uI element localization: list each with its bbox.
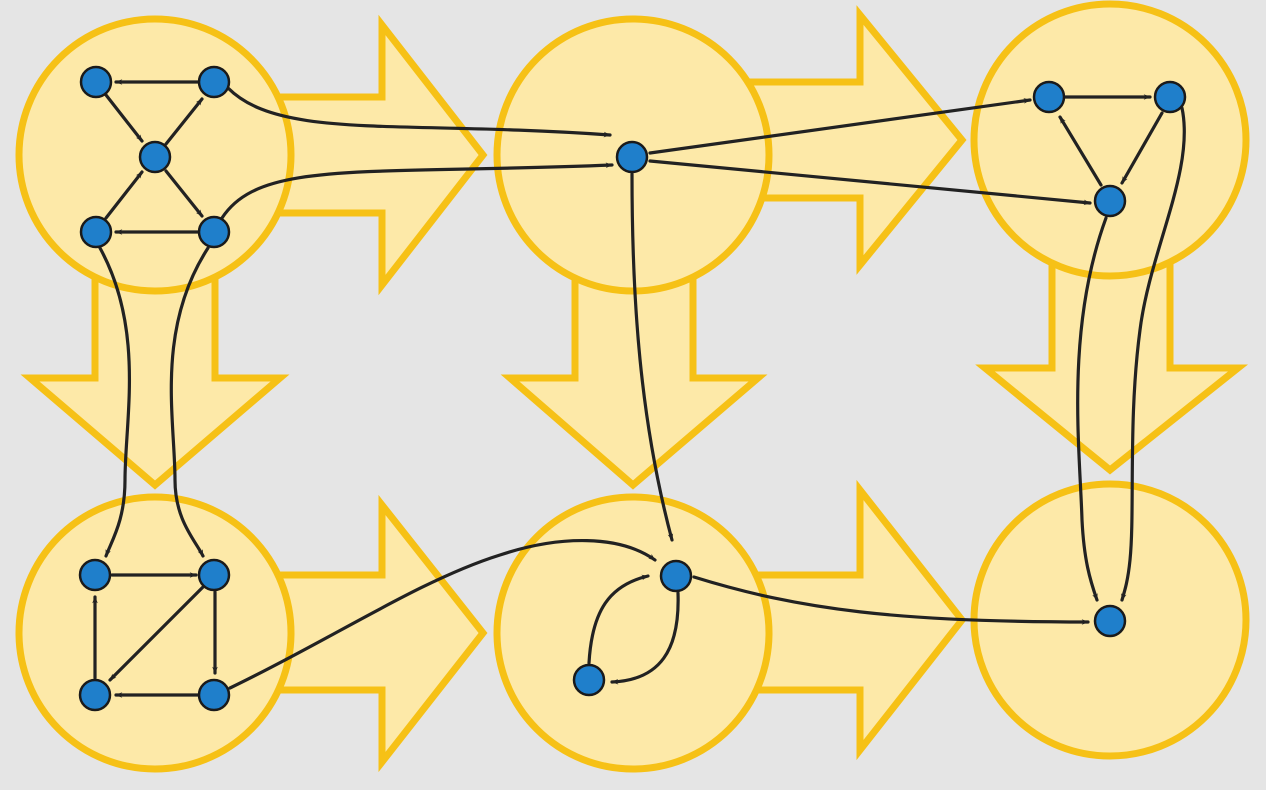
node-e2 — [572, 663, 606, 697]
node-d1 — [78, 558, 112, 592]
edge-d2-d3 — [108, 585, 205, 682]
node-c3 — [1093, 184, 1127, 218]
node-d4 — [197, 678, 231, 712]
group-circle — [970, 0, 1250, 280]
edge-a1-a3 — [104, 93, 144, 143]
edge-c3-f1 — [1076, 216, 1108, 602]
group-flow-arrow — [736, 5, 967, 275]
edge-c2-f1 — [1120, 106, 1186, 602]
edge-e2-e1 — [587, 574, 650, 665]
group-flow-arrow — [736, 479, 967, 761]
node-e1 — [659, 559, 693, 593]
node-c2 — [1153, 80, 1187, 114]
edge-e1-e2 — [610, 591, 680, 685]
group-flow-arrow — [20, 266, 290, 490]
edge-c2-c3 — [1120, 111, 1164, 185]
node-a3 — [138, 140, 172, 174]
group-flow-layer — [20, 5, 1249, 773]
node-a2 — [197, 65, 231, 99]
edge-c3-c1 — [1058, 115, 1103, 187]
node-f1 — [1093, 604, 1127, 638]
node-layer — [78, 65, 1187, 712]
edge-a3-a2 — [164, 97, 204, 146]
group-flow-arrow — [500, 266, 768, 490]
edge-a5-b1 — [220, 162, 614, 220]
edge-a4-d1 — [98, 246, 131, 558]
node-c1 — [1032, 80, 1066, 114]
edge-d4-e1 — [228, 538, 657, 690]
edge-b1-e1 — [630, 172, 674, 542]
node-a1 — [79, 65, 113, 99]
edge-b1-c1 — [648, 98, 1032, 155]
edge-b1-c3 — [648, 159, 1092, 206]
node-d2 — [197, 558, 231, 592]
edge-layer — [92, 79, 1186, 698]
node-b1 — [615, 140, 649, 174]
edge-e1-f1 — [692, 575, 1090, 625]
edge-a5-d2 — [169, 246, 210, 558]
edge-a4-a3 — [104, 170, 144, 220]
edge-a2-b1 — [226, 86, 612, 138]
node-a5 — [197, 215, 231, 249]
node-d3 — [78, 678, 112, 712]
group-flow-arrow — [975, 251, 1249, 475]
group-circle — [493, 493, 773, 773]
node-a4 — [79, 215, 113, 249]
edge-a3-a5 — [164, 169, 204, 218]
